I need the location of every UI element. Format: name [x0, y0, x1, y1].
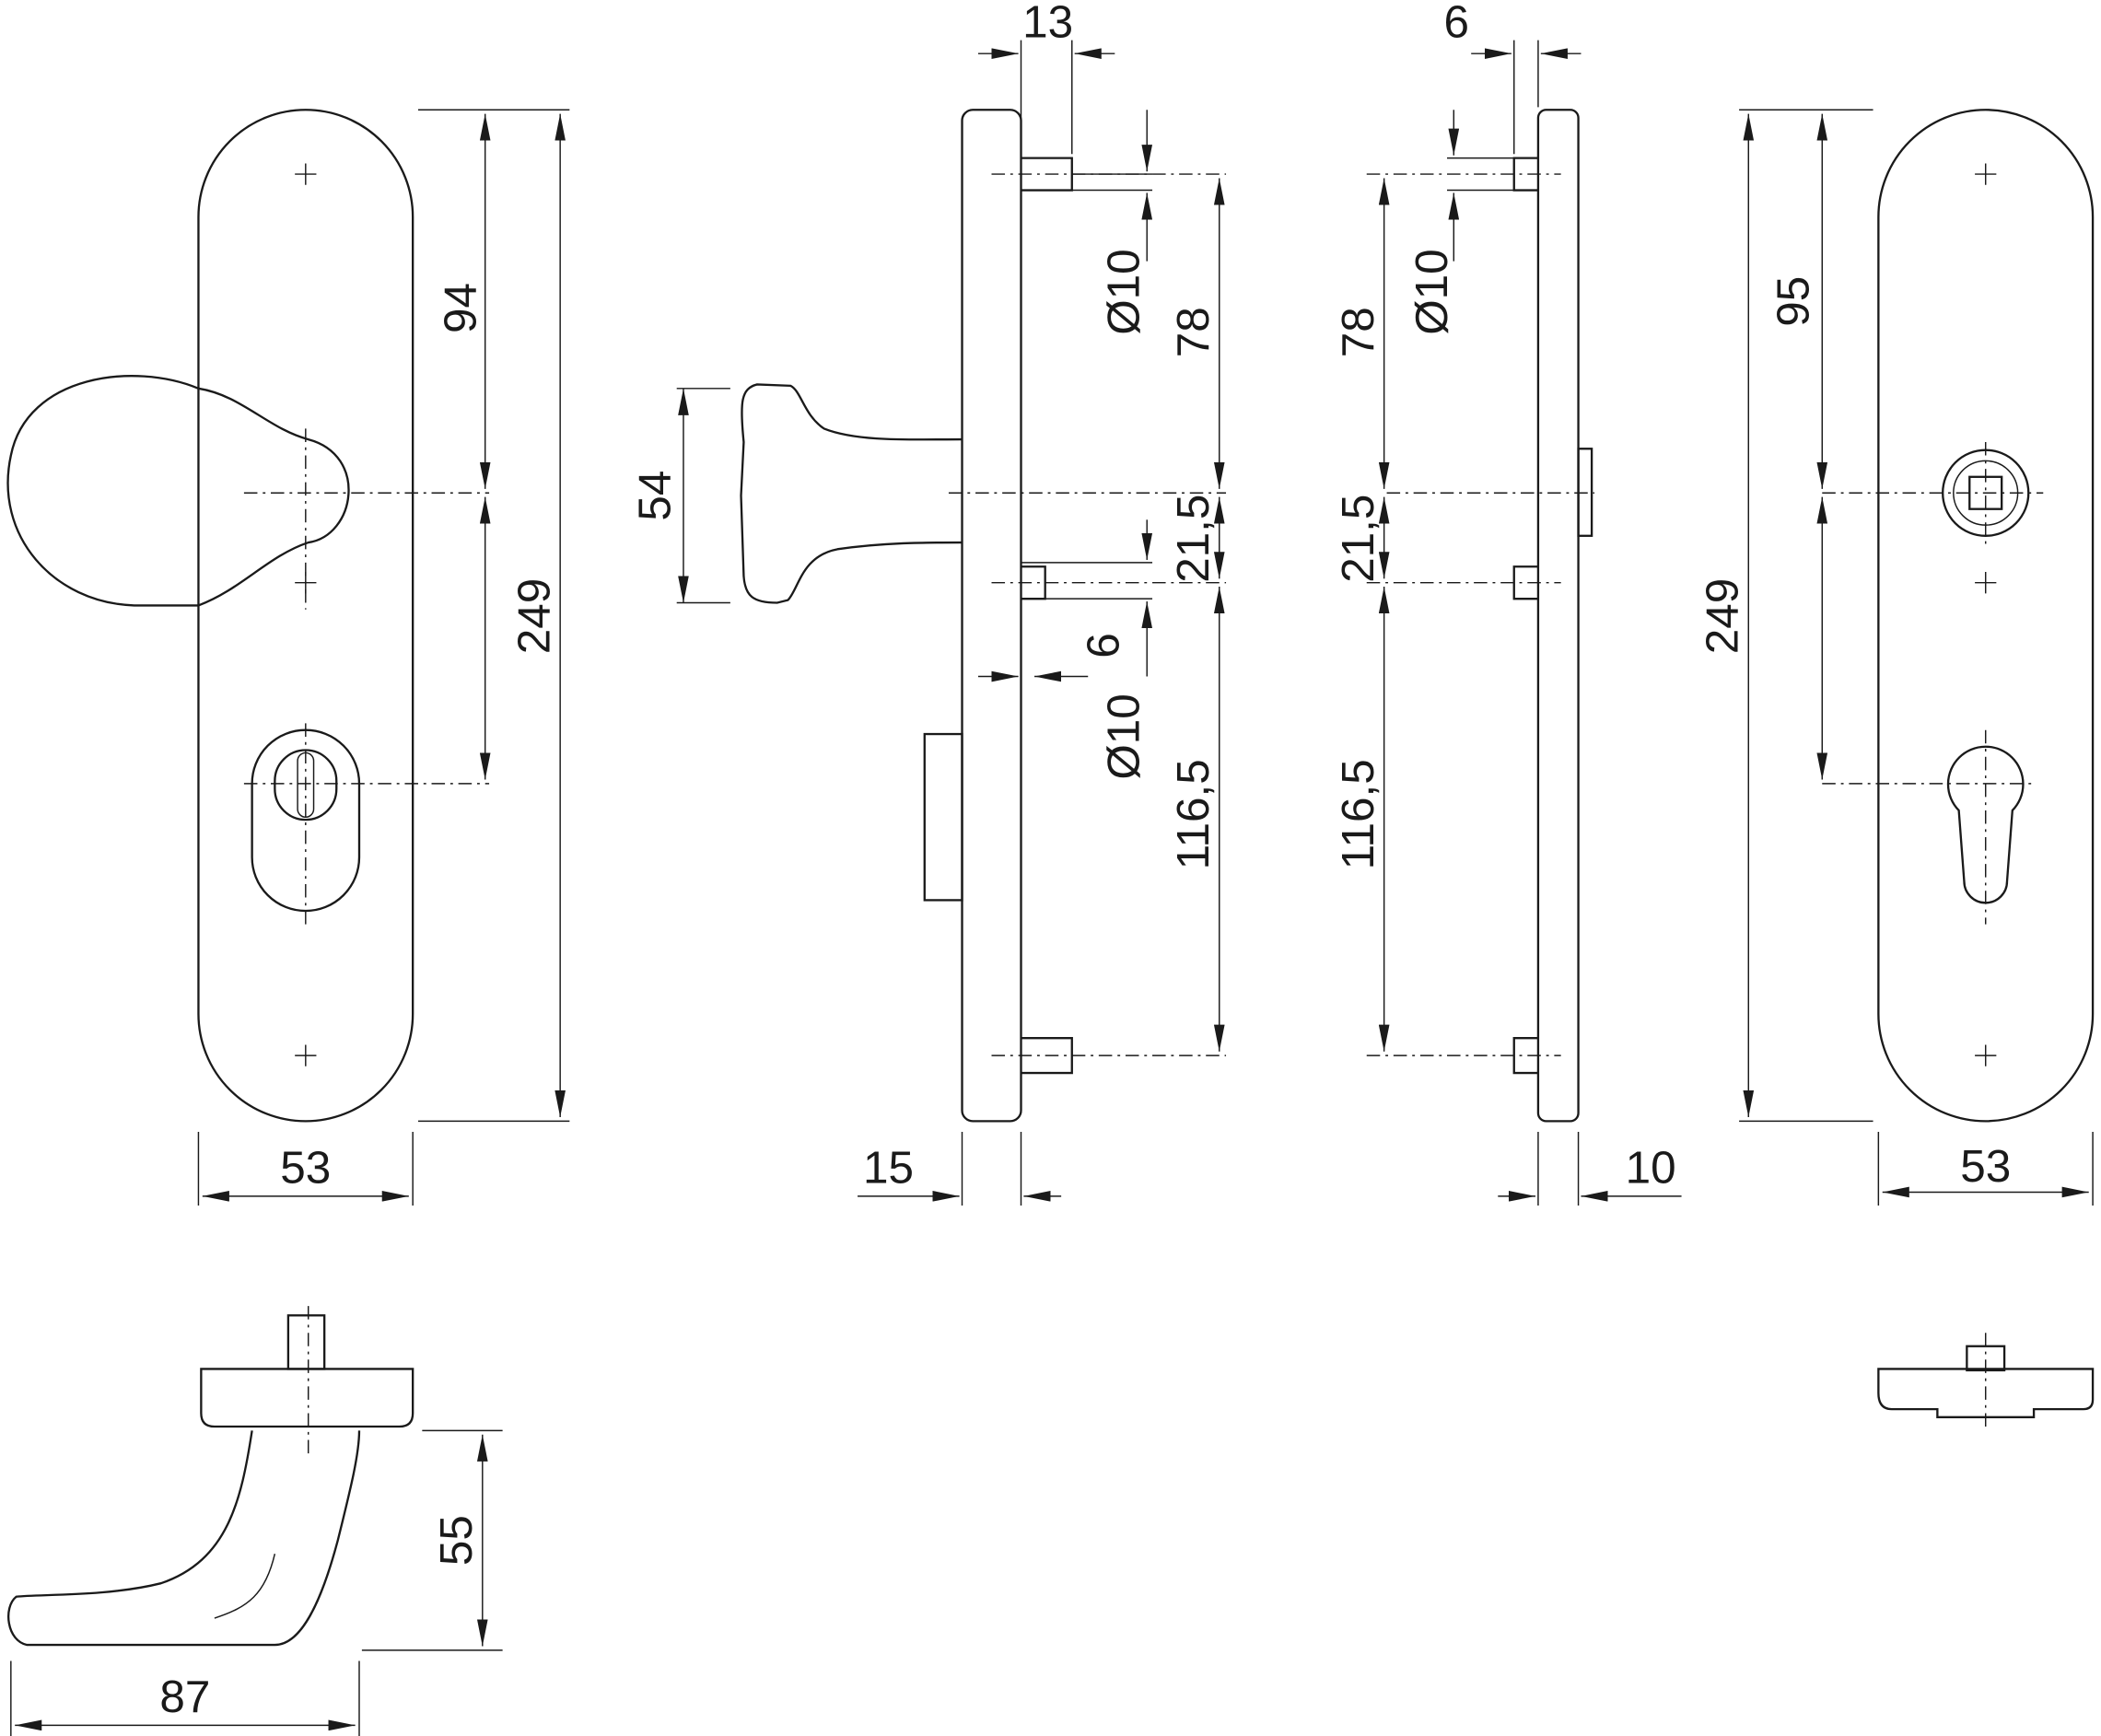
dim-13: 13 [1022, 0, 1073, 48]
dim-15: 15 [863, 1142, 914, 1193]
dim-53-right: 53 [1960, 1141, 2011, 1192]
dim-6-step: 6 [1079, 633, 1129, 658]
lever-rose [200, 1368, 414, 1428]
side-view-right: 6 Ø10 78 21,5 116,5 10 [1333, 0, 1682, 1206]
dim-87: 87 [159, 1672, 210, 1722]
escutcheon-plate-right [1877, 109, 2095, 1123]
lever-handle [7, 1430, 361, 1647]
knob-outline [6, 375, 350, 607]
dim-116-5-left: 116,5 [1168, 759, 1219, 869]
side-view-left: 13 Ø10 54 78 21,5 6 Ø10 116,5 15 [629, 0, 1227, 1206]
keyhole [1946, 745, 2025, 904]
plate-side-right [1536, 109, 1580, 1123]
dim-21-5-right: 21,5 [1333, 495, 1383, 583]
dim-6-top: 6 [1443, 0, 1469, 48]
dim-78-right: 78 [1333, 307, 1383, 357]
dim-249-right: 249 [1698, 578, 1748, 654]
escutcheon-plate [197, 109, 414, 1123]
dim-95: 95 [1768, 276, 1819, 327]
dim-diameter-10-top: Ø10 [1098, 249, 1149, 334]
dim-54: 54 [629, 471, 680, 521]
rose-side-view-right [1877, 1333, 2095, 1427]
dim-diameter-10-mid: Ø10 [1098, 693, 1149, 779]
dim-diameter-10-right: Ø10 [1407, 249, 1457, 334]
dim-78-left: 78 [1168, 307, 1219, 357]
screw-cross-icons [295, 163, 317, 1066]
front-view-right: 95 249 53 [1698, 109, 2095, 1206]
dim-55: 55 [431, 1515, 482, 1566]
dim-249-left: 249 [509, 578, 560, 654]
dim-116-5-right: 116,5 [1333, 759, 1383, 869]
plate-side [961, 109, 1022, 1123]
knob-side [740, 383, 963, 604]
lever-view: 55 87 [7, 1306, 503, 1736]
front-view-left: 94 249 53 [6, 109, 570, 1206]
dim-10: 10 [1626, 1142, 1676, 1193]
dim-53-left: 53 [280, 1142, 331, 1193]
dim-94: 94 [436, 283, 486, 333]
dim-21-5-left: 21,5 [1168, 495, 1219, 583]
screw-cross-icons-right [1975, 163, 1997, 1066]
